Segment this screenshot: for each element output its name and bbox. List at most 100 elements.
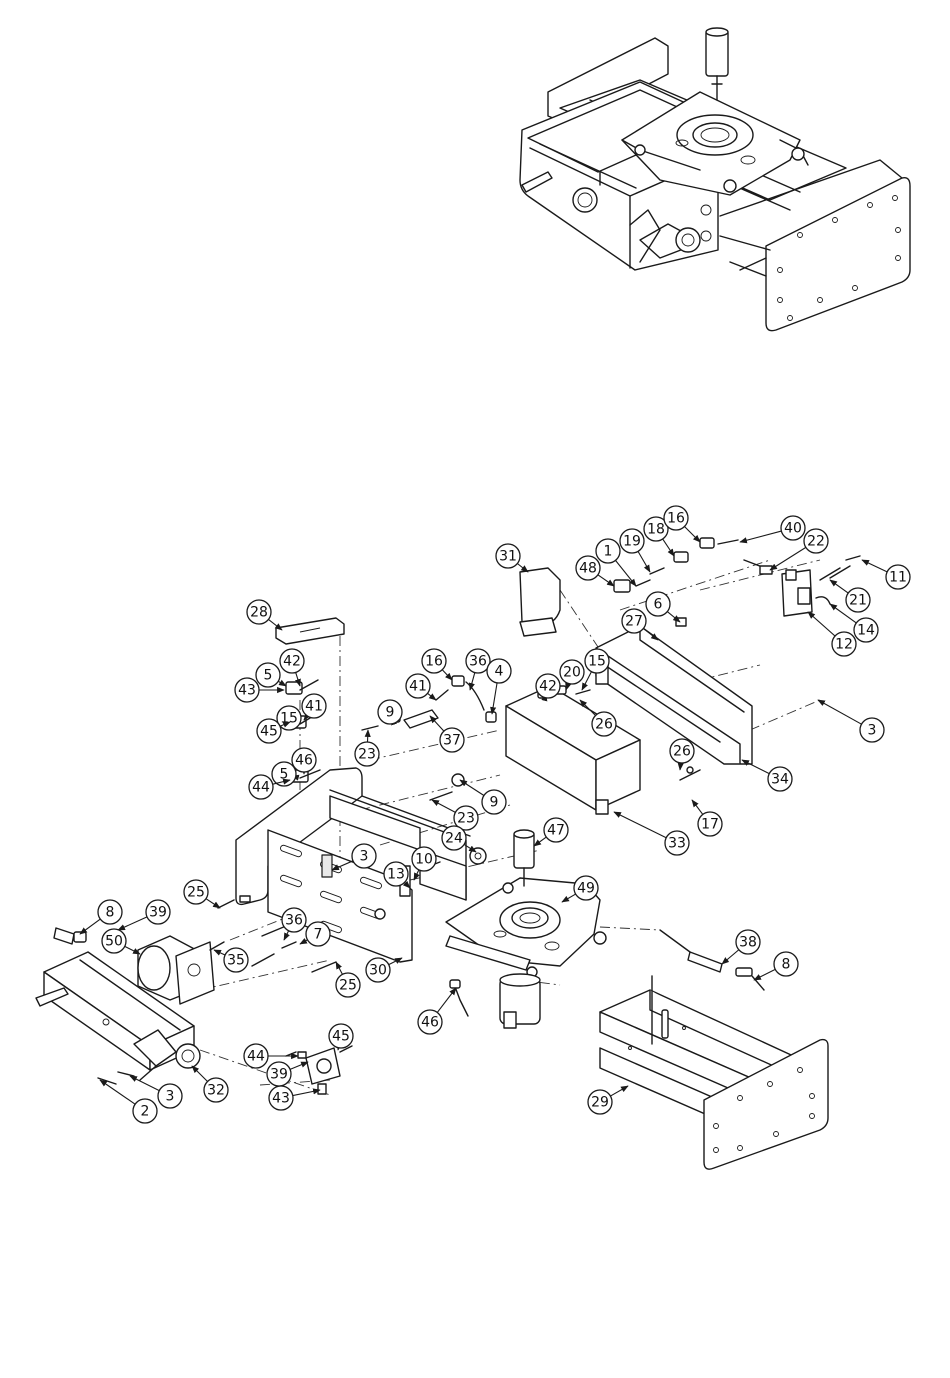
- callout-leader: [742, 760, 769, 774]
- callout-leader: [336, 962, 342, 974]
- callout-label: 19: [623, 534, 641, 550]
- callout-c47: 47: [534, 818, 568, 846]
- callout-c50: 50: [102, 929, 140, 954]
- callout-leader: [470, 673, 475, 690]
- callout-label: 5: [264, 668, 273, 684]
- callout-c9a: 9: [378, 700, 402, 724]
- part-50-motor: [138, 936, 224, 1004]
- callout-leader: [100, 1080, 135, 1104]
- callout-label: 25: [339, 978, 357, 994]
- callout-label: 49: [577, 881, 595, 897]
- callout-c6: 6: [646, 592, 680, 622]
- callout-leader: [118, 917, 147, 930]
- callout-leader: [598, 575, 614, 586]
- part-49-fifth-wheel: [446, 878, 606, 1028]
- callout-label: 5: [280, 767, 289, 783]
- callout-leader: [614, 812, 666, 838]
- callout-label: 20: [563, 665, 581, 681]
- callout-label: 8: [106, 905, 115, 921]
- callout-label: 14: [857, 623, 875, 639]
- lower-hardware: [286, 1046, 352, 1094]
- callout-label: 42: [283, 654, 301, 670]
- callout-c30: 30: [366, 958, 402, 982]
- callout-c32: 32: [192, 1066, 228, 1102]
- callout-leader: [534, 837, 546, 846]
- callout-leader: [610, 1086, 628, 1096]
- callout-leader: [432, 800, 455, 812]
- callout-label: 15: [588, 654, 606, 670]
- callout-label: 6: [654, 597, 663, 613]
- callout-c43b: 43: [269, 1086, 320, 1110]
- callout-c35: 35: [214, 948, 248, 972]
- callout-c33: 33: [614, 812, 689, 855]
- callout-leader: [492, 683, 497, 714]
- callout-leader: [722, 950, 739, 964]
- callout-label: 15: [280, 711, 298, 727]
- callout-label: 3: [360, 849, 369, 865]
- callout-leader: [663, 539, 674, 556]
- callout-label: 18: [647, 522, 665, 538]
- callout-c42a: 42: [280, 649, 304, 686]
- callout-label: 1: [604, 544, 613, 560]
- callout-leader: [206, 899, 220, 908]
- callout-c17: 17: [692, 800, 722, 836]
- callout-label: 7: [314, 927, 323, 943]
- callout-c23a: 23: [355, 730, 379, 766]
- callout-label: 11: [889, 570, 907, 586]
- callout-leader: [290, 1062, 308, 1069]
- callout-leader: [862, 560, 887, 572]
- callout-label: 32: [207, 1083, 225, 1099]
- callout-label: 23: [457, 811, 475, 827]
- callout-label: 22: [807, 534, 825, 550]
- callout-label: 38: [739, 935, 757, 951]
- callout-label: 27: [625, 614, 643, 630]
- callout-leader: [268, 619, 282, 630]
- callout-c3a: 3: [818, 700, 884, 742]
- callout-label: 37: [443, 733, 461, 749]
- callout-leader: [680, 763, 681, 770]
- callout-label: 39: [270, 1067, 288, 1083]
- callout-c28a: 28: [247, 600, 282, 630]
- callout-label: 43: [272, 1091, 290, 1107]
- callout-leader: [293, 1090, 320, 1096]
- callout-label: 2: [141, 1104, 150, 1120]
- callout-label: 44: [247, 1049, 265, 1065]
- callout-leader: [740, 531, 781, 542]
- callout-label: 12: [835, 637, 853, 653]
- callout-leader: [754, 969, 775, 980]
- callout-label: 36: [285, 913, 303, 929]
- callout-leader: [638, 551, 650, 572]
- callout-label: 24: [445, 831, 463, 847]
- callout-label: 17: [701, 817, 719, 833]
- callout-label: 41: [305, 699, 323, 715]
- callout-c45b: 45: [329, 1024, 353, 1050]
- callout-c39a: 39: [118, 900, 170, 930]
- callout-label: 50: [105, 934, 123, 950]
- callout-leader: [667, 612, 680, 622]
- callout-c40: 40: [740, 516, 805, 542]
- callout-label: 16: [667, 511, 685, 527]
- callout-leader: [684, 526, 700, 542]
- callout-label: 21: [849, 593, 867, 609]
- callout-label: 4: [495, 664, 504, 680]
- callout-leader: [367, 730, 368, 742]
- callout-leader: [284, 931, 289, 940]
- callout-leader: [808, 612, 835, 636]
- callout-c36b: 36: [282, 908, 306, 940]
- callout-label: 16: [425, 654, 443, 670]
- callout-leader: [692, 800, 703, 814]
- callout-label: 35: [227, 953, 245, 969]
- callout-label: 34: [771, 772, 789, 788]
- callout-label: 44: [252, 780, 270, 796]
- callout-c38: 38: [722, 930, 760, 964]
- callout-label: 42: [539, 679, 557, 695]
- callout-label: 43: [238, 683, 256, 699]
- part-46-fitting: [450, 980, 468, 1016]
- callout-c16a: 16: [422, 649, 452, 680]
- callout-label: 8: [782, 957, 791, 973]
- callout-leader: [80, 919, 100, 934]
- callout-label: 9: [386, 705, 395, 721]
- callout-leader: [437, 988, 456, 1012]
- callout-leader: [770, 547, 806, 570]
- part-33-box: [506, 686, 640, 814]
